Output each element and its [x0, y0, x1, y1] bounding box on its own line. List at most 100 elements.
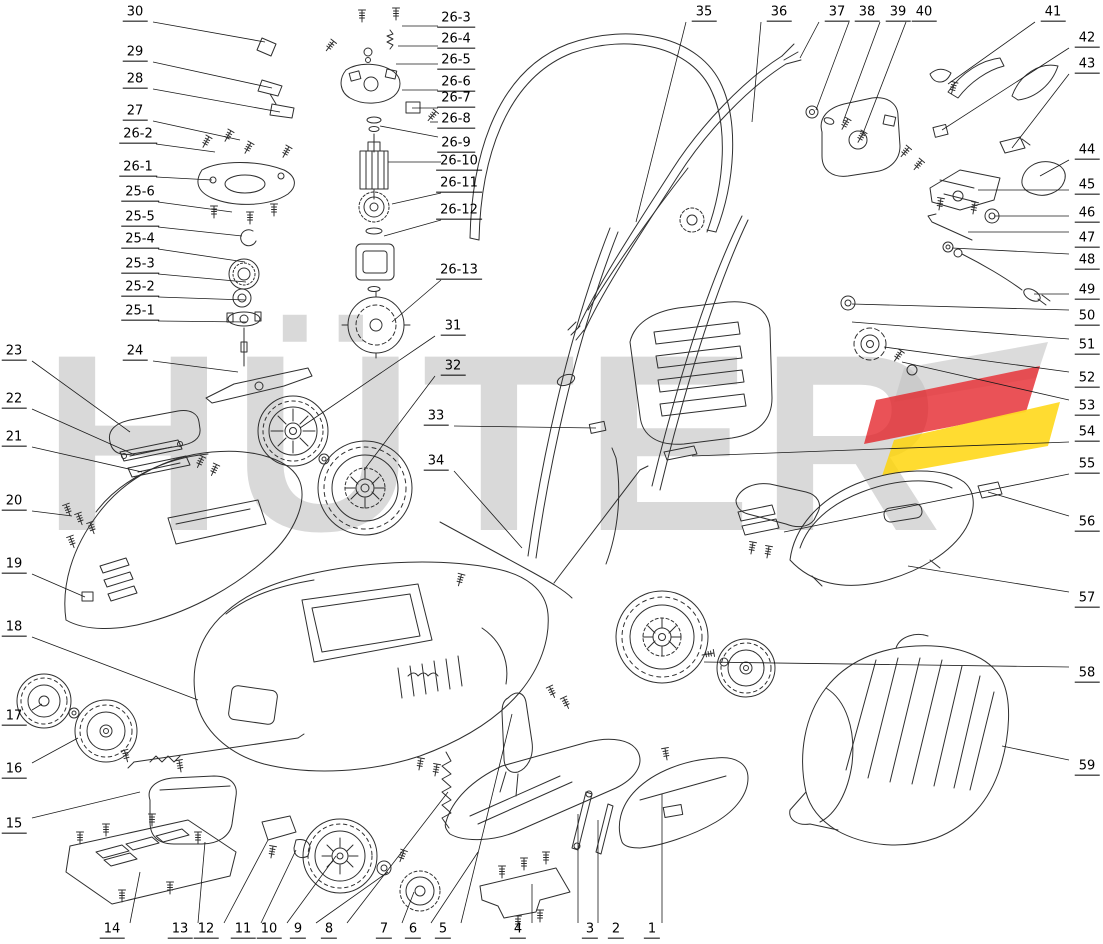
- callout-6: 6: [404, 922, 422, 939]
- bottom-left-art: [65, 775, 311, 905]
- brand-flag-icon: [864, 342, 1060, 476]
- right-hardware-art: [805, 57, 1066, 306]
- callout-25-1: 25-1: [121, 304, 159, 321]
- callout-42: 42: [1074, 31, 1100, 48]
- callout-46: 46: [1074, 206, 1100, 223]
- callout-26-3: 26-3: [437, 11, 475, 28]
- callout-1: 1: [643, 922, 661, 939]
- callout-56: 56: [1074, 515, 1100, 532]
- callout-26-1: 26-1: [119, 160, 157, 177]
- callout-35: 35: [691, 5, 717, 22]
- callout-52: 52: [1074, 371, 1100, 388]
- callout-20: 20: [1, 494, 27, 511]
- callout-57: 57: [1074, 591, 1100, 608]
- callout-30: 30: [122, 5, 148, 22]
- rear-door-art: [789, 470, 1003, 587]
- callout-11: 11: [230, 922, 256, 939]
- upper-cover-art: [62, 410, 303, 629]
- deck-art: [175, 561, 573, 778]
- callout-33: 33: [423, 409, 449, 426]
- callout-58: 58: [1074, 666, 1100, 683]
- vent-plate-art: [663, 445, 820, 560]
- left-wheel-art: [16, 673, 305, 769]
- callout-26-2: 26-2: [119, 127, 157, 144]
- callout-26-13: 26-13: [436, 263, 482, 280]
- callout-31: 31: [440, 319, 466, 336]
- callout-12: 12: [193, 922, 219, 939]
- callout-40: 40: [911, 5, 937, 22]
- callout-26-10: 26-10: [436, 154, 482, 171]
- callout-26-12: 26-12: [436, 203, 482, 220]
- callout-54: 54: [1074, 425, 1100, 442]
- callout-36: 36: [766, 5, 792, 22]
- callout-41: 41: [1040, 5, 1066, 22]
- callout-3: 3: [581, 922, 599, 939]
- callout-25-3: 25-3: [121, 257, 159, 274]
- callout-51: 51: [1074, 338, 1100, 355]
- control-rod-art: [439, 447, 649, 599]
- callout-38: 38: [854, 5, 880, 22]
- bottom-wheel-art: [302, 751, 452, 912]
- callout-53: 53: [1074, 399, 1100, 416]
- callout-26-4: 26-4: [437, 32, 475, 49]
- callout-23: 23: [1, 344, 27, 361]
- callout-2: 2: [607, 922, 625, 939]
- callout-18: 18: [1, 620, 27, 637]
- callout-55: 55: [1074, 457, 1100, 474]
- callout-7: 7: [375, 922, 393, 939]
- callout-19: 19: [1, 557, 27, 574]
- callout-26-11: 26-11: [436, 176, 482, 193]
- callout-13: 13: [167, 922, 193, 939]
- callout-44: 44: [1074, 143, 1100, 160]
- front-wheel-art: [257, 395, 413, 536]
- brand-watermark: HÜTER: [42, 303, 950, 584]
- callout-26-9: 26-9: [437, 136, 475, 153]
- blade-assembly-art: [197, 37, 313, 404]
- callout-17: 17: [1, 709, 27, 726]
- callout-25-5: 25-5: [121, 210, 159, 227]
- grass-box-art: [789, 634, 1009, 846]
- callout-14: 14: [99, 922, 125, 939]
- callout-8: 8: [320, 922, 338, 939]
- callout-15: 15: [1, 817, 27, 834]
- callout-48: 48: [1074, 253, 1100, 270]
- callout-26-8: 26-8: [437, 112, 475, 129]
- callout-22: 22: [1, 392, 27, 409]
- motor-exploded-art: [323, 7, 440, 359]
- callout-26-5: 26-5: [437, 53, 475, 70]
- callout-26-7: 26-7: [437, 91, 475, 108]
- callout-21: 21: [1, 430, 27, 447]
- callout-25-2: 25-2: [121, 280, 159, 297]
- callout-10: 10: [256, 922, 282, 939]
- callout-16: 16: [1, 762, 27, 779]
- callout-26-6: 26-6: [437, 75, 475, 92]
- callout-59: 59: [1074, 759, 1100, 776]
- callout-49: 49: [1074, 283, 1100, 300]
- callout-4: 4: [509, 922, 527, 939]
- callout-27: 27: [122, 104, 148, 121]
- callout-25-4: 25-4: [121, 232, 159, 249]
- callout-9: 9: [289, 922, 307, 939]
- callout-34: 34: [423, 454, 449, 471]
- callout-43: 43: [1074, 57, 1100, 74]
- callout-37: 37: [824, 5, 850, 22]
- handle-art: [469, 33, 749, 559]
- cable-art: [567, 43, 802, 341]
- callout-39: 39: [885, 5, 911, 22]
- callout-24: 24: [122, 344, 148, 361]
- rear-wheel-art: [615, 590, 776, 698]
- callout-5: 5: [434, 922, 452, 939]
- callout-32: 32: [440, 359, 466, 376]
- motor-cover-art: [629, 295, 918, 445]
- rear-skirt-art: [444, 692, 749, 929]
- callout-28: 28: [122, 72, 148, 89]
- callout-25-6: 25-6: [121, 185, 159, 202]
- callout-50: 50: [1074, 309, 1100, 326]
- callout-29: 29: [122, 45, 148, 62]
- callout-47: 47: [1074, 231, 1100, 248]
